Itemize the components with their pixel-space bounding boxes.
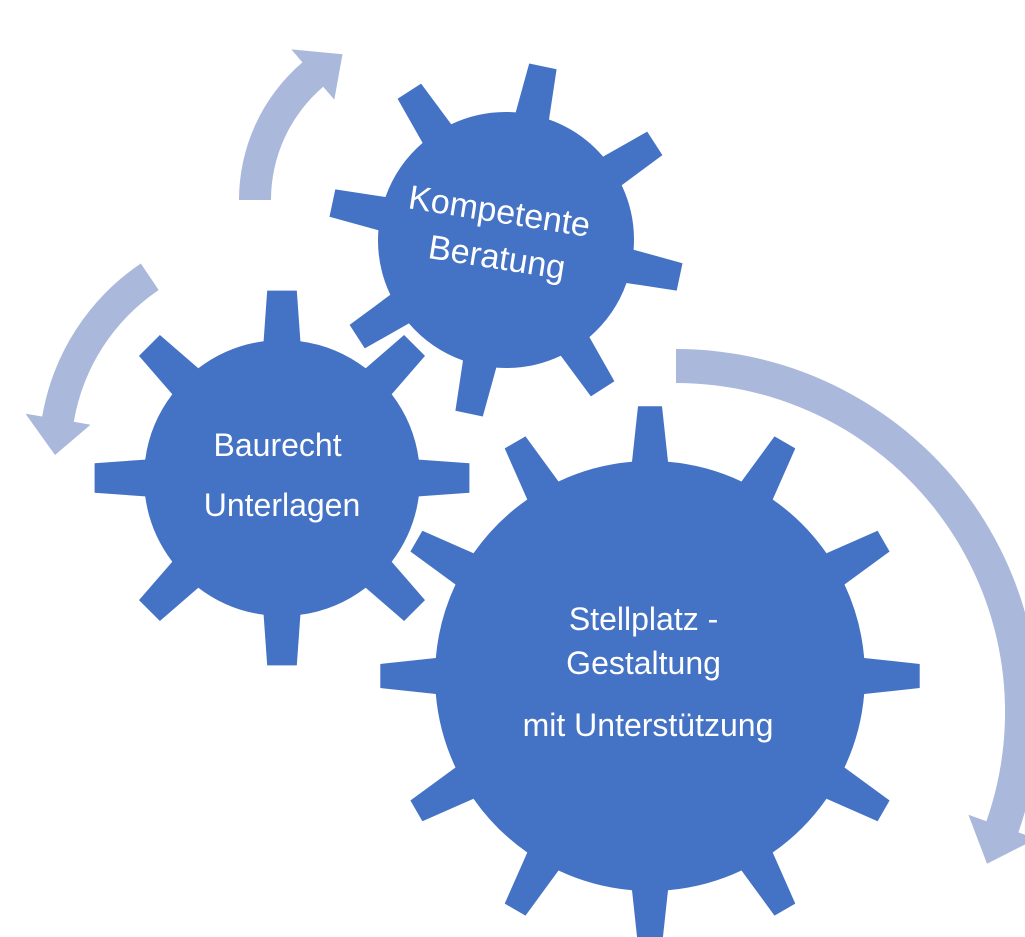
gear-icon (94, 290, 470, 666)
gear-label-stellplatz-gestaltung: Stellplatz - Gestaltung mit Unterstützun… (523, 601, 774, 743)
cycle-arrow-top-icon (239, 49, 343, 201)
gear-kompetente-beratung: Kompetente Beratung (329, 63, 683, 417)
cycle-arrow-right-icon (676, 349, 1025, 864)
gear-icon (329, 63, 683, 417)
gear-icon (380, 406, 920, 937)
gear-label-line: Stellplatz - (569, 601, 718, 637)
gear-label-baurecht-unterlagen: Baurecht Unterlagen (204, 427, 361, 523)
gear-label-line: Baurecht (214, 427, 342, 463)
gear-label-line: Unterlagen (204, 487, 361, 523)
gear-stellplatz-gestaltung: Stellplatz - Gestaltung mit Unterstützun… (380, 406, 920, 937)
gear-baurecht-unterlagen: Baurecht Unterlagen (94, 290, 470, 666)
gear-label-line: mit Unterstützung (523, 707, 774, 743)
cycle-arrow-left-icon (25, 263, 159, 455)
gear-label-line: Gestaltung (566, 645, 721, 681)
